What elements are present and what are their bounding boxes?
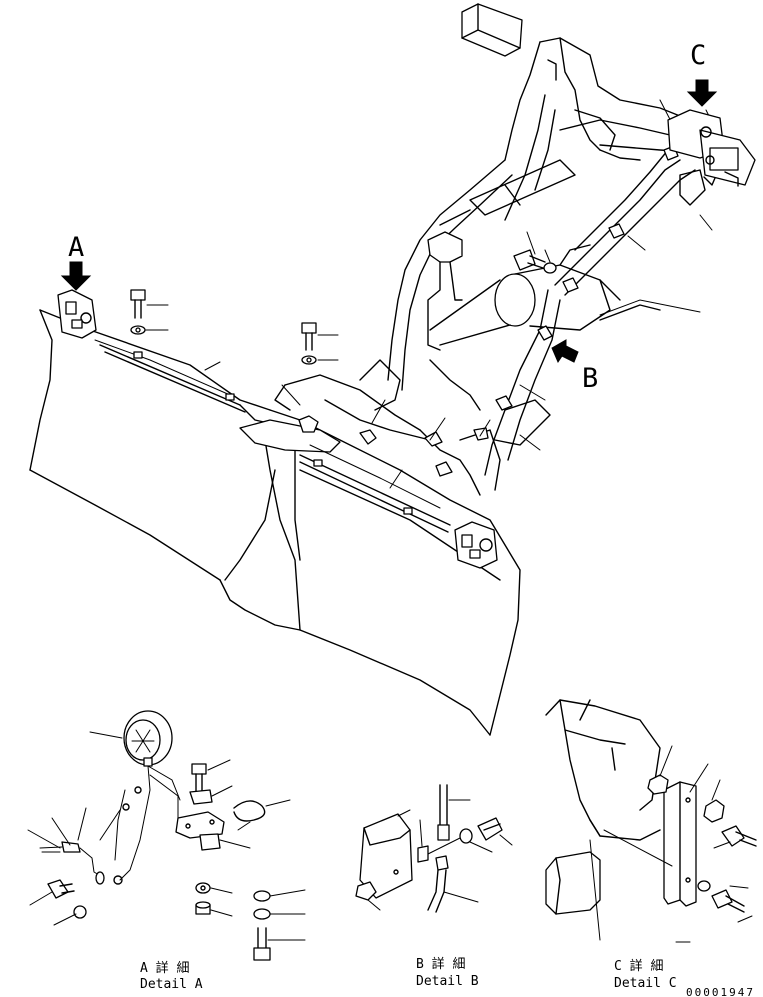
detail-c-caption: C 詳 細 Detail C [614,958,677,991]
lamp-right-icon [454,521,498,569]
callout-a-label: A [68,232,84,263]
detail-a-en: Detail A [140,977,203,992]
detail-c-drawing [545,699,757,943]
drawing-number: 00001947 [686,986,755,997]
callout-b: B [551,339,598,394]
detail-b-caption: B 詳 細 Detail B [416,956,479,989]
arrow-down-icon [60,261,92,291]
lamp-left-icon [57,289,97,339]
detail-b-drawing [355,784,513,913]
detail-a-caption: A 詳 細 Detail A [140,960,203,992]
arrow-left-icon [551,339,579,364]
detail-a-jp: A 詳 細 [140,960,189,976]
bracket-c [667,109,756,206]
main-fasteners [130,99,727,489]
dozer-blade [29,309,521,736]
detail-c-jp: C 詳 細 [614,958,663,974]
arrow-down-icon [686,79,718,107]
callout-b-label: B [582,363,598,394]
detail-b-en: Detail B [416,974,479,989]
detail-a-drawing [27,710,306,961]
callout-c-label: C [690,40,706,71]
callout-c: C [686,40,718,107]
callout-a: A [60,232,92,291]
detail-c-en: Detail C [614,976,677,991]
machine-frame [359,3,696,491]
detail-b-jp: B 詳 細 [416,956,465,972]
